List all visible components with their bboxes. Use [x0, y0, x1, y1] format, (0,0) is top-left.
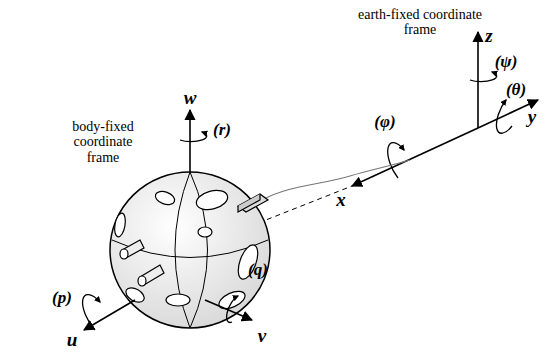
frame-caption: body-fixed coordinate frame	[63, 119, 143, 165]
axis-label: w	[184, 88, 197, 109]
rotation-label: (ψ)	[495, 53, 518, 72]
axis-label: x	[336, 190, 346, 211]
axis-label: z	[485, 26, 492, 47]
rotation-label: (r)	[213, 121, 231, 140]
spherical-robot	[110, 172, 270, 328]
rotation-label: (q)	[248, 261, 268, 280]
tether-cable	[262, 160, 410, 200]
rotation-label: (p)	[52, 289, 72, 308]
axis-label: v	[258, 326, 266, 347]
rotation-label: (θ)	[506, 81, 526, 100]
earth-frame	[352, 32, 538, 186]
axis-label: y	[528, 107, 536, 128]
axis-label: u	[67, 330, 78, 351]
frame-caption: earth-fixed coordinate frame	[358, 7, 483, 38]
rotation-label: (φ)	[374, 113, 395, 132]
